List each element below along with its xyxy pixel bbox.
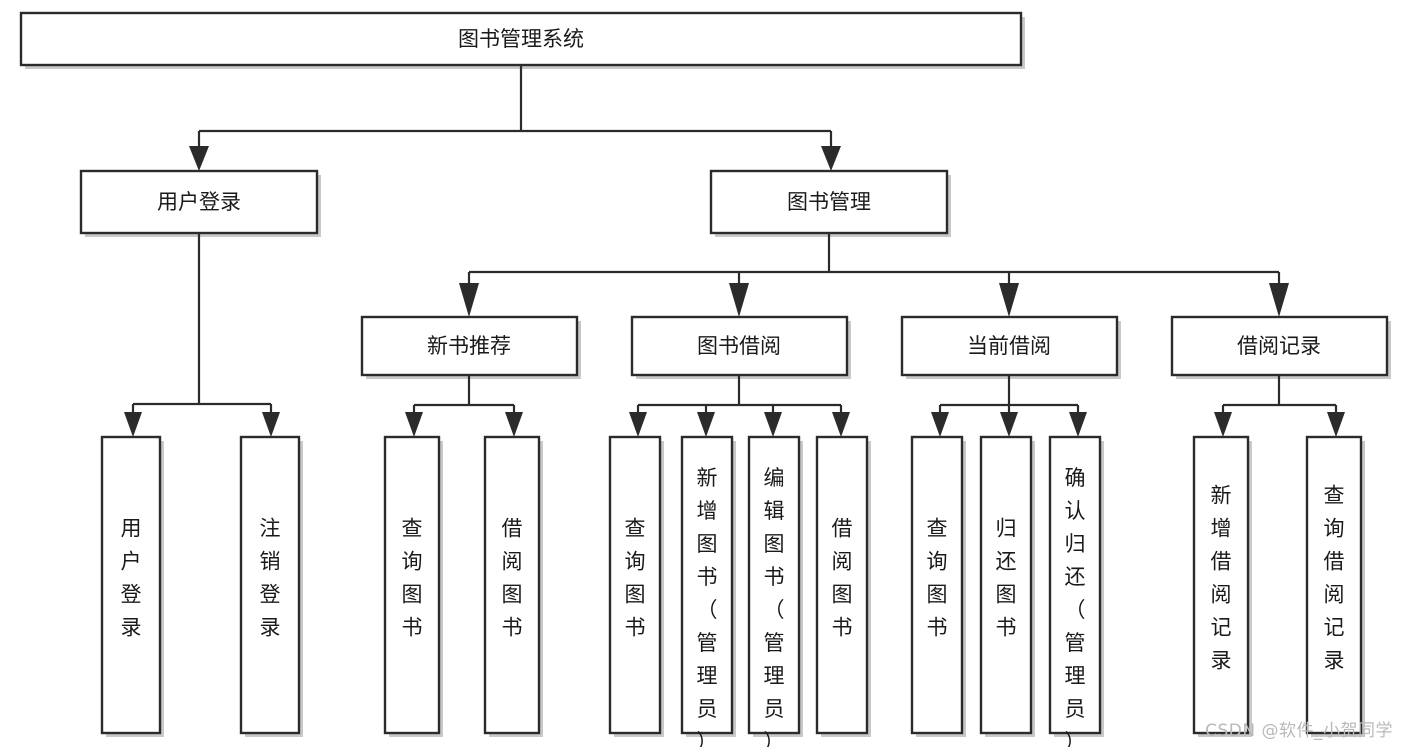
leaf-query-book-2-label: 查询图书 bbox=[625, 517, 646, 640]
arrow-to-leaf-user-login bbox=[124, 412, 142, 437]
node-book-mgmt[interactable]: 图书管理 bbox=[709, 169, 951, 237]
node-borrow-record-box bbox=[1170, 315, 1389, 377]
node-book-borrow[interactable]: 图书借阅 bbox=[630, 315, 851, 379]
connector-borrow-record-to-leaves bbox=[1214, 375, 1345, 437]
arrow-to-book-borrow bbox=[729, 283, 749, 317]
node-new-book-rec[interactable]: 新书推荐 bbox=[360, 315, 581, 379]
leaf-logout-box bbox=[239, 435, 301, 735]
leaf-return-book-label: 归还图书 bbox=[996, 517, 1017, 640]
connector-user-login-to-leaves bbox=[124, 233, 280, 437]
leaf-borrow-book-2-label: 借阅图书 bbox=[832, 517, 853, 640]
arrow-to-borrow-record bbox=[1269, 283, 1289, 317]
node-new-book-rec-box bbox=[360, 315, 579, 377]
connector-root-to-level2 bbox=[189, 65, 841, 171]
arrow-to-book-mgmt bbox=[821, 146, 841, 171]
leaf-borrow-book-1-box bbox=[483, 435, 541, 735]
leaf-node-query-book-1[interactable]: 查询图书 bbox=[383, 435, 443, 737]
node-borrow-record[interactable]: 借阅记录 bbox=[1170, 315, 1391, 379]
leaf-node-edit-book[interactable]: 编辑图书（管理员） bbox=[747, 435, 803, 747]
arrow-to-leaf-confirm-return bbox=[1069, 412, 1087, 437]
leaf-node-return-book[interactable]: 归还图书 bbox=[979, 435, 1035, 737]
leaf-query-book-3-label: 查询图书 bbox=[927, 517, 948, 640]
leaf-borrow-book-2-box bbox=[815, 435, 869, 735]
leaf-query-book-2-box bbox=[608, 435, 662, 735]
node-book-mgmt-label: 图书管理 bbox=[787, 190, 871, 214]
leaf-add-book-label: 新增图书（管理员） bbox=[697, 466, 718, 747]
leaf-node-query-book-2[interactable]: 查询图书 bbox=[608, 435, 664, 737]
leaf-node-add-record[interactable]: 新增借阅记录 bbox=[1192, 435, 1252, 737]
arrow-to-leaf-logout bbox=[262, 412, 280, 437]
leaf-node-borrow-book-2[interactable]: 借阅图书 bbox=[815, 435, 871, 737]
leaf-node-query-book-3[interactable]: 查询图书 bbox=[910, 435, 966, 737]
arrow-to-leaf-edit-book bbox=[764, 412, 782, 437]
leaf-query-record-box bbox=[1305, 435, 1363, 735]
arrow-to-leaf-borrow-book-2 bbox=[832, 412, 850, 437]
leaf-edit-book-label: 编辑图书（管理员） bbox=[764, 466, 785, 747]
node-user-login[interactable]: 用户登录 bbox=[79, 169, 321, 237]
arrow-to-leaf-add-record bbox=[1214, 412, 1232, 437]
connector-current-borrow-to-leaves bbox=[931, 375, 1087, 437]
leaf-confirm-return-box bbox=[1048, 435, 1102, 735]
leaf-node-logout[interactable]: 注销登录 bbox=[239, 435, 303, 737]
node-root[interactable]: 图书管理系统 bbox=[19, 11, 1025, 69]
arrow-to-leaf-add-book bbox=[697, 412, 715, 437]
leaf-user-login-box bbox=[100, 435, 162, 735]
node-root-label: 图书管理系统 bbox=[458, 27, 584, 51]
node-root-box bbox=[19, 11, 1023, 67]
arrow-to-leaf-query-record bbox=[1327, 412, 1345, 437]
node-book-borrow-label: 图书借阅 bbox=[697, 334, 781, 358]
leaf-query-book-1-label: 查询图书 bbox=[402, 517, 423, 640]
arrow-to-leaf-return-book bbox=[1000, 412, 1018, 437]
leaf-node-confirm-return[interactable]: 确认归还（管理员） bbox=[1048, 435, 1104, 747]
leaf-edit-book-box bbox=[747, 435, 801, 735]
csdn-watermark: CSDN @软件_小贺同学 bbox=[1205, 721, 1393, 741]
leaf-borrow-book-1-label: 借阅图书 bbox=[502, 517, 523, 640]
node-current-borrow[interactable]: 当前借阅 bbox=[900, 315, 1121, 379]
arrow-to-current-borrow bbox=[999, 283, 1019, 317]
arrow-to-leaf-query-book-3 bbox=[931, 412, 949, 437]
leaf-query-record-label: 查询借阅记录 bbox=[1324, 484, 1345, 673]
leaf-return-book-box bbox=[979, 435, 1033, 735]
leaf-user-login-label: 用户登录 bbox=[121, 517, 142, 640]
connector-book-borrow-to-leaves bbox=[629, 375, 850, 437]
leaf-add-book-box bbox=[680, 435, 734, 735]
leaf-node-add-book[interactable]: 新增图书（管理员） bbox=[680, 435, 736, 747]
arrow-to-leaf-query-book-1 bbox=[405, 412, 423, 437]
leaf-node-query-record[interactable]: 查询借阅记录 bbox=[1305, 435, 1365, 737]
node-new-book-rec-label: 新书推荐 bbox=[427, 334, 511, 358]
leaf-query-book-3-box bbox=[910, 435, 964, 735]
node-user-login-box bbox=[79, 169, 319, 235]
leaf-add-record-label: 新增借阅记录 bbox=[1211, 484, 1232, 673]
leaf-node-borrow-book-1[interactable]: 借阅图书 bbox=[483, 435, 543, 737]
leaf-add-record-box bbox=[1192, 435, 1250, 735]
arrow-to-leaf-borrow-book-1 bbox=[505, 412, 523, 437]
connector-new-book-rec-to-leaves bbox=[405, 375, 523, 437]
leaf-node-user-login[interactable]: 用户登录 bbox=[100, 435, 164, 737]
arrow-to-leaf-query-book-2 bbox=[629, 412, 647, 437]
node-user-login-label: 用户登录 bbox=[157, 190, 241, 214]
node-borrow-record-label: 借阅记录 bbox=[1237, 334, 1321, 358]
leaf-query-book-1-box bbox=[383, 435, 441, 735]
connector-book-mgmt-to-level3 bbox=[459, 233, 1289, 317]
leaf-confirm-return-label: 确认归还（管理员） bbox=[1065, 466, 1086, 747]
arrow-to-user-login bbox=[189, 146, 209, 171]
leaf-logout-label: 注销登录 bbox=[260, 517, 281, 640]
node-current-borrow-label: 当前借阅 bbox=[967, 334, 1051, 358]
arrow-to-new-book-rec bbox=[459, 283, 479, 317]
node-current-borrow-box bbox=[900, 315, 1119, 377]
